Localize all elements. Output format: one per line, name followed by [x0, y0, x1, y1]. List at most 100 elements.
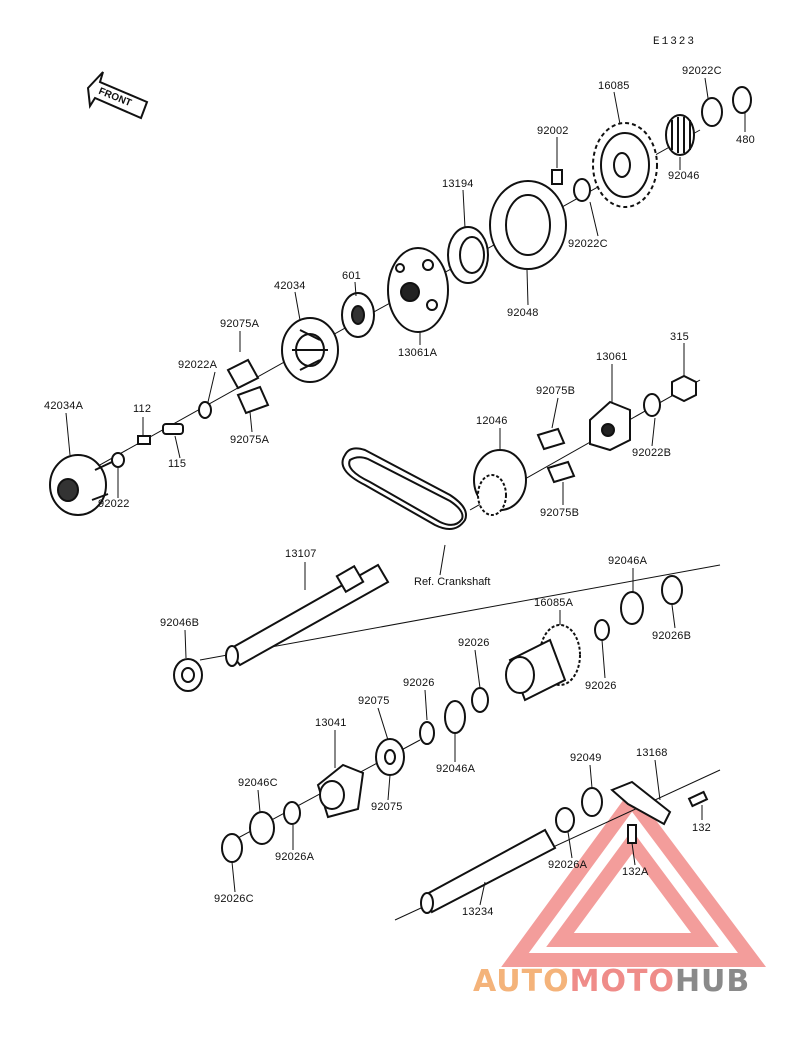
- part-label: 92026: [403, 677, 435, 689]
- part-13168: [610, 780, 672, 826]
- part-92046a-2: [444, 700, 466, 734]
- part-92026-a: [594, 619, 610, 641]
- part-label: 12046: [476, 415, 508, 427]
- part-label: 92026C: [214, 893, 254, 905]
- part-480: [732, 86, 752, 114]
- front-arrow-icon: [86, 71, 149, 120]
- part-92046-bearing: [665, 114, 695, 156]
- part-label: 13061A: [398, 347, 438, 359]
- part-label: 92022C: [568, 238, 608, 250]
- drive-chain: [341, 447, 467, 530]
- part-label: 16085A: [534, 597, 574, 609]
- part-label: 132A: [622, 866, 649, 878]
- watermark-part-hub: HUB: [674, 964, 751, 999]
- part-label: 315: [670, 331, 689, 343]
- part-92046a: [620, 591, 644, 625]
- watermark-text: AUTOMOTOHUB: [473, 964, 750, 999]
- part-115: [162, 423, 184, 435]
- part-16085-sprocket: [592, 122, 658, 208]
- part-92026-c: [419, 721, 435, 745]
- part-label: 92046A: [608, 555, 648, 567]
- part-92022b: [643, 393, 661, 417]
- part-label: 115: [168, 458, 187, 470]
- part-label: 92002: [537, 125, 569, 137]
- part-16085a: [505, 624, 581, 702]
- part-label: 92022B: [632, 447, 672, 459]
- part-label: 13107: [285, 548, 317, 560]
- part-13061: [589, 400, 631, 452]
- watermark-part-auto: AUTO: [473, 964, 570, 999]
- part-label: 92048: [507, 307, 539, 319]
- part-label: 13041: [315, 717, 347, 729]
- part-label: 132: [692, 822, 711, 834]
- watermark-triangle: [501, 788, 766, 967]
- part-13041: [316, 763, 365, 819]
- part-label: 92075: [358, 695, 390, 707]
- part-132a: [627, 824, 637, 844]
- part-label: 13194: [442, 178, 474, 190]
- part-92046b: [173, 658, 203, 692]
- part-label: 92046A: [436, 763, 476, 775]
- part-92048: [489, 180, 567, 270]
- part-92049: [581, 787, 603, 817]
- part-315-nut: [671, 374, 697, 403]
- part-92022: [111, 452, 125, 468]
- part-92026c: [221, 833, 243, 863]
- part-92002: [551, 169, 563, 185]
- diagram-code: E1323: [653, 36, 697, 48]
- part-92075b-2: [546, 460, 576, 484]
- part-label: 92046C: [238, 777, 278, 789]
- part-label: 92075: [371, 801, 403, 813]
- part-92075a-1: [226, 358, 260, 390]
- part-label: 92049: [570, 752, 602, 764]
- part-label: 16085: [598, 80, 630, 92]
- part-132: [687, 790, 709, 808]
- part-label: 480: [736, 134, 755, 146]
- part-label: 42034: [274, 280, 306, 292]
- part-label: 92075A: [220, 318, 260, 330]
- part-label: 92046: [668, 170, 700, 182]
- part-92022a: [198, 401, 212, 419]
- part-92026a-2: [555, 807, 575, 833]
- part-13107-shaft: [225, 563, 390, 667]
- part-92075b-1: [536, 427, 566, 451]
- part-13061a: [387, 247, 449, 333]
- part-13234-shaft: [420, 828, 557, 914]
- part-label: 92026A: [548, 859, 588, 871]
- part-label: 92075A: [230, 434, 270, 446]
- leader-lines: [65, 77, 746, 906]
- part-label: 13168: [636, 747, 668, 759]
- part-92075: [375, 738, 405, 776]
- part-label: 92026B: [652, 630, 692, 642]
- part-label: 13061: [596, 351, 628, 363]
- part-42034a: [49, 454, 113, 516]
- reference-crankshaft-label: Ref. Crankshaft: [414, 576, 491, 588]
- part-13194: [447, 226, 489, 284]
- part-label: 92046B: [160, 617, 200, 629]
- part-92026a: [283, 801, 301, 825]
- part-label: 112: [133, 403, 152, 415]
- part-label: 42034A: [44, 400, 84, 412]
- part-601-bearing: [341, 292, 375, 338]
- part-92075a-2: [236, 385, 270, 415]
- part-label: 92022A: [178, 359, 218, 371]
- part-label: 92022C: [682, 65, 722, 77]
- part-label: 92075B: [536, 385, 576, 397]
- part-92022c-small: [573, 178, 591, 202]
- part-label: 92022: [98, 498, 130, 510]
- part-label: 92026: [585, 680, 617, 692]
- part-label: 92075B: [540, 507, 580, 519]
- part-12046: [473, 449, 527, 516]
- part-92026b: [661, 575, 683, 605]
- part-label: 92026A: [275, 851, 315, 863]
- part-92026-b: [471, 687, 489, 713]
- part-112: [137, 435, 151, 445]
- part-label: 601: [342, 270, 361, 282]
- watermark-part-moto: MOTO: [569, 964, 675, 999]
- part-label: 13234: [462, 906, 494, 918]
- part-92022c: [701, 97, 723, 127]
- part-42034: [281, 317, 339, 383]
- part-label: 92026: [458, 637, 490, 649]
- part-92046c: [249, 811, 275, 845]
